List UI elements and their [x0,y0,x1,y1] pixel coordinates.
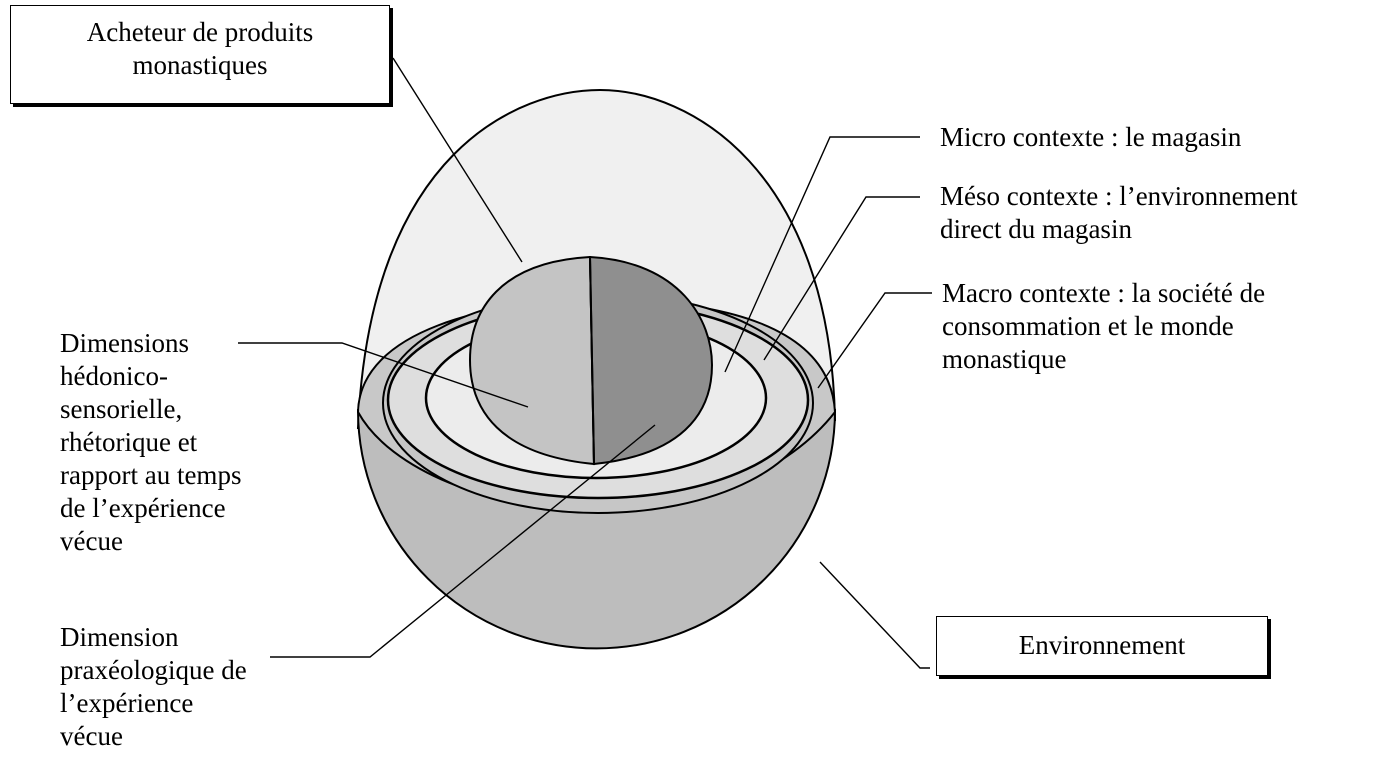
environnement-label-line-1: Environnement [1018,630,1186,660]
meso-context-label: Méso contexte : l’environnement direct d… [940,180,1298,246]
acheteur-label-line-1: Acheteur de produits [86,17,314,47]
hedonico-label-line-5: rapport au temps [60,460,242,490]
leader-macro [817,292,932,389]
meso-label-line-1: Méso contexte : l’environnement [940,181,1298,211]
sphere-light-half [468,255,596,466]
macro-label-line-1: Macro contexte : la société de [942,278,1266,308]
hedonico-label-line-2: hédonico- [60,361,168,391]
leader-hedonico [238,342,529,408]
praxeo-label-line-1: Dimension [60,622,179,652]
leader-praxeo [270,424,656,658]
praxeo-dimension-label: Dimension praxéologique de l’expérience … [60,621,247,753]
meso-label-line-2: direct du magasin [940,214,1132,244]
leader-environnement [819,561,930,669]
macro-context-label: Macro contexte : la société de consommat… [942,277,1265,376]
macro-label-line-2: consommation et le monde [942,311,1234,341]
hedonico-label-line-6: de l’expérience [60,493,226,523]
sphere-dark-half [588,255,714,466]
praxeo-label-line-2: praxéologique de [60,655,247,685]
hedonico-label-line-4: rhétorique et [60,427,198,457]
acheteur-label-line-2: monastiques [132,50,268,80]
praxeo-label-line-4: vécue [60,721,123,751]
sphere-divider [589,256,595,465]
leader-micro [724,136,920,373]
hedonico-label-line-1: Dimensions [60,328,190,358]
acheteur-label-box: Acheteur de produits monastiques [10,5,390,104]
hedonico-dimension-label: Dimensions hédonico- sensorielle, rhétor… [60,327,241,558]
leader-lines [238,57,932,669]
macro-label-line-3: monastique [942,344,1067,374]
micro-context-label: Micro contexte : le magasin [940,121,1241,154]
environnement-label-box: Environnement [936,616,1268,676]
hedonico-label-line-3: sensorielle, [60,394,183,424]
hedonico-label-line-7: vécue [60,526,123,556]
micro-label-line-1: Micro contexte : le magasin [940,122,1242,152]
praxeo-label-line-3: l’expérience [60,688,194,718]
leader-acheteur [392,57,523,263]
leader-meso [763,196,920,361]
